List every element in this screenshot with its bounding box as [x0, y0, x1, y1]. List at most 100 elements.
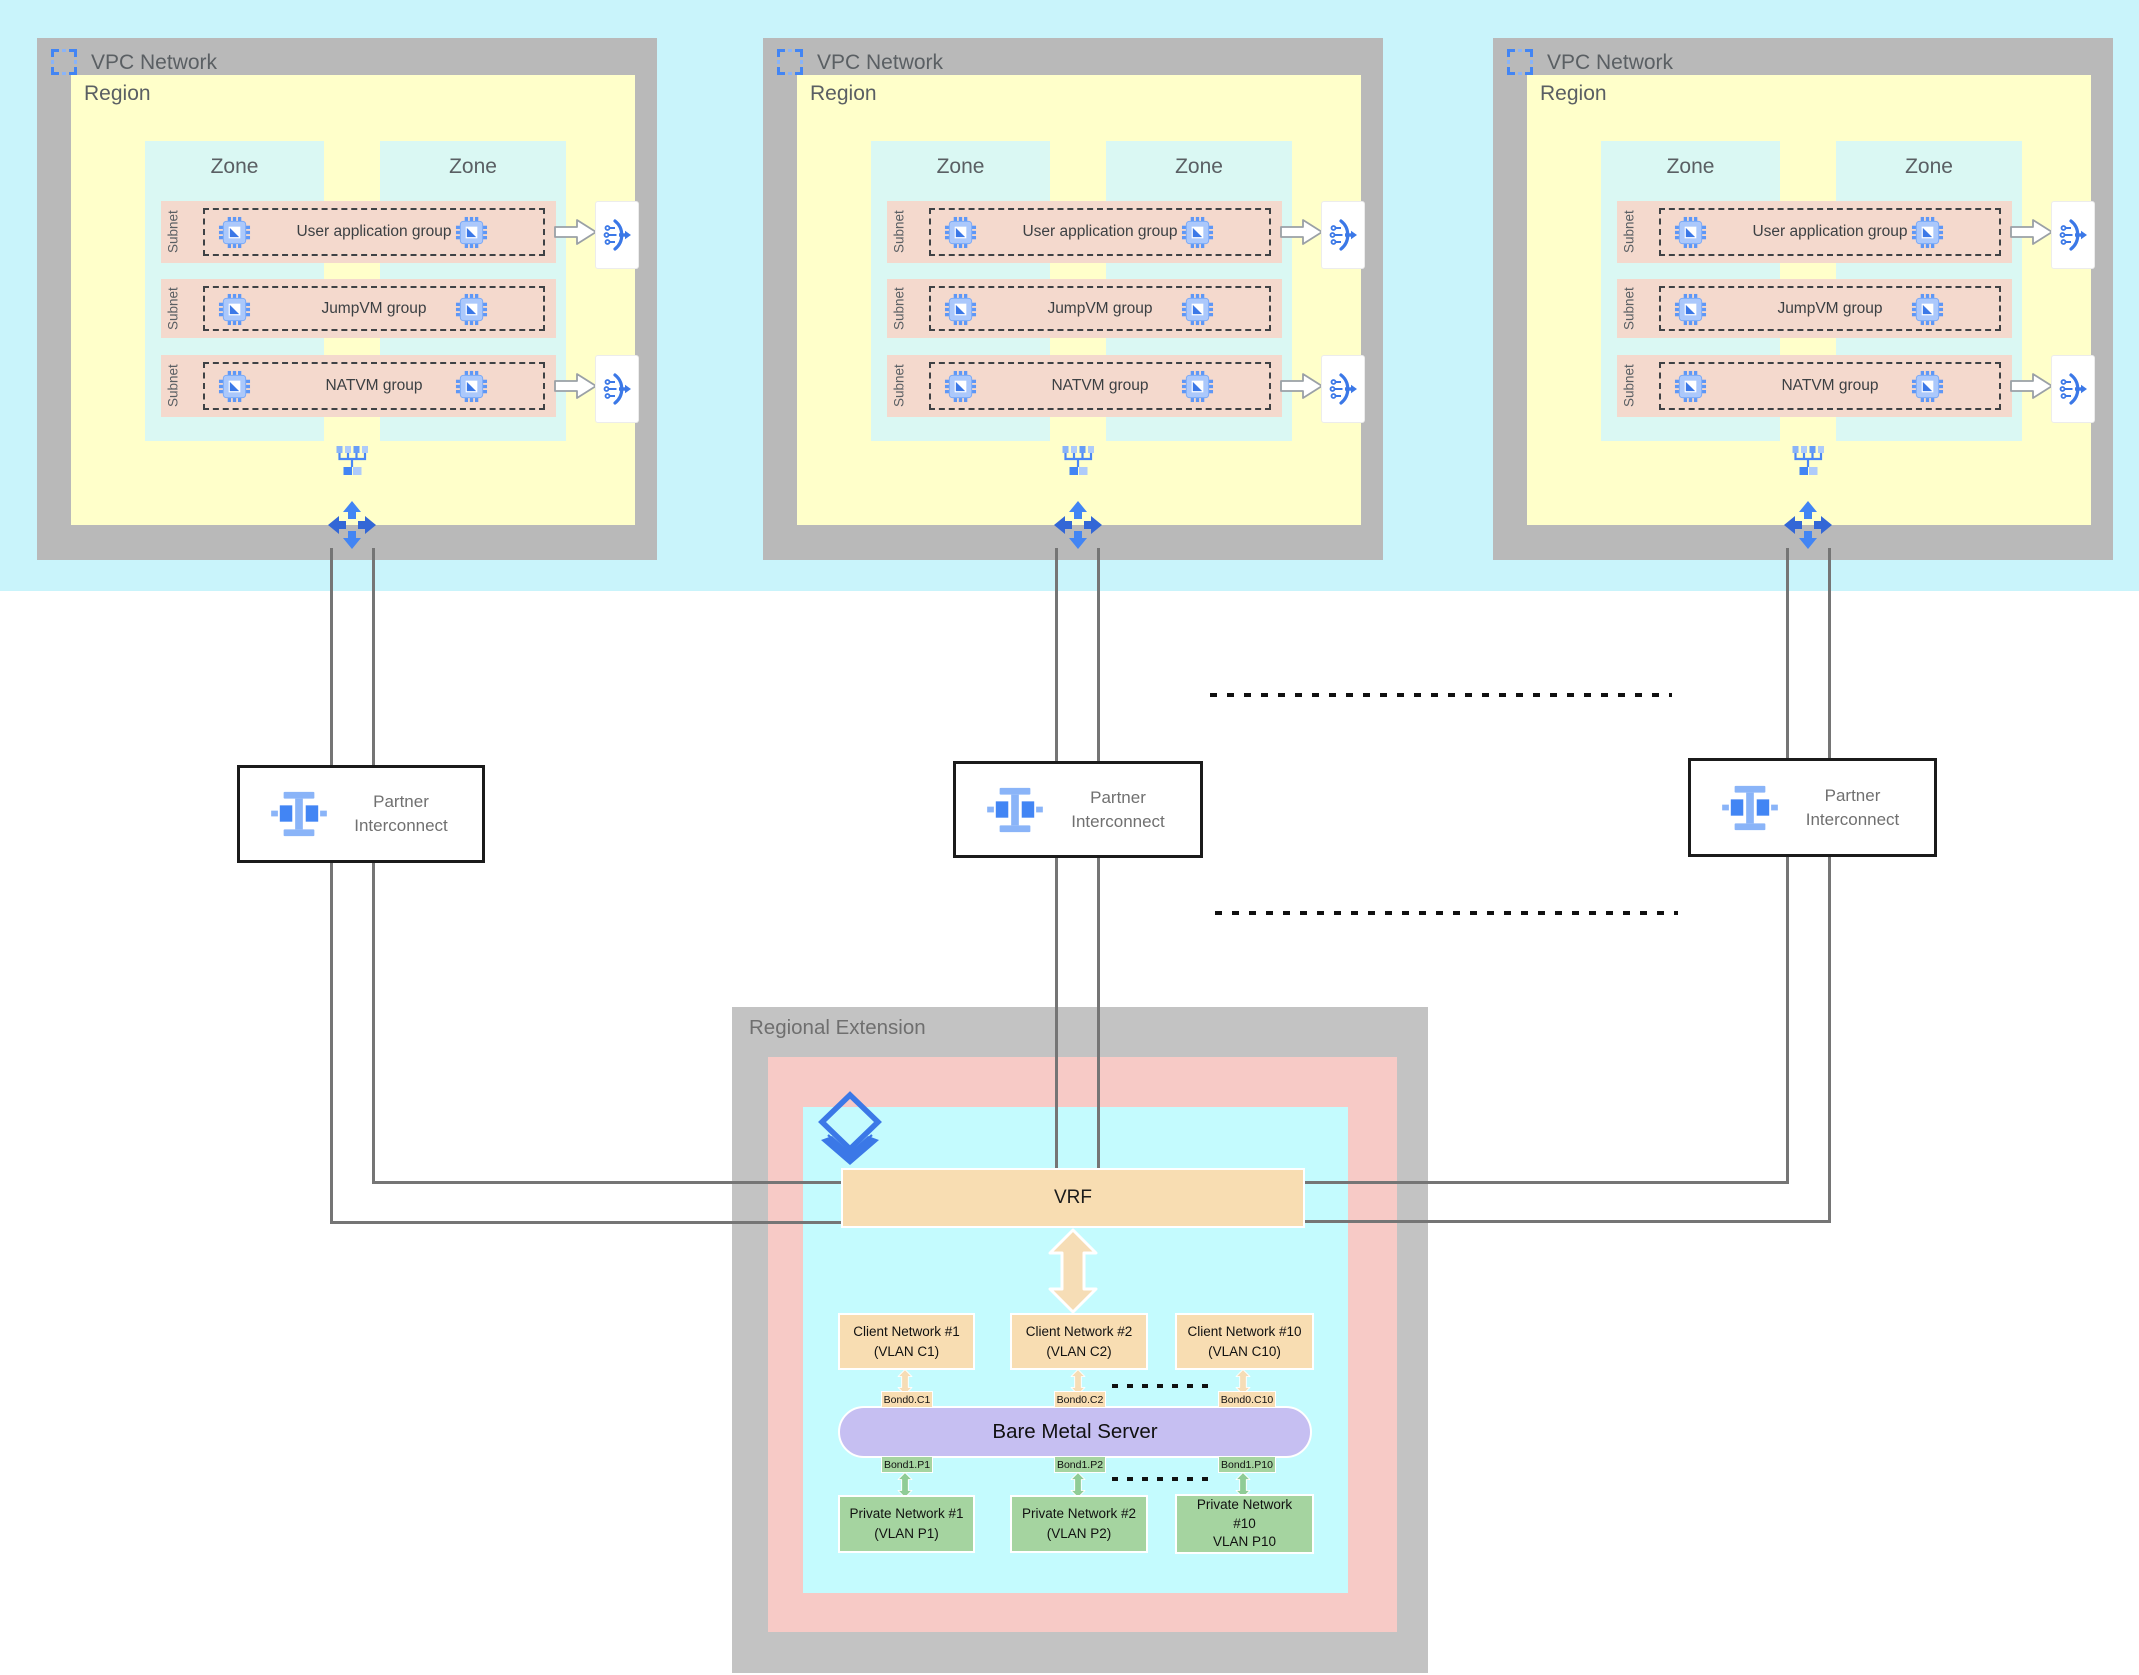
vrf-box: VRF — [841, 1168, 1305, 1228]
subnet-row-user-app: Subnet User application group — [887, 201, 1282, 263]
region-label: Region — [810, 82, 877, 105]
private-network-name: Private Network #2 — [1021, 1506, 1137, 1522]
subnet-label: Subnet — [891, 210, 907, 254]
vpc-network-2: VPC Network Region Zone Zone Subnet User… — [763, 38, 1383, 560]
subnet-row-jumpvm: Subnet JumpVM group — [887, 279, 1282, 338]
vm-instance-icon — [218, 292, 251, 326]
bare-metal-server-label: Bare Metal Server — [992, 1420, 1158, 1443]
link-interconnect1-vrf — [372, 861, 375, 1184]
subnet-label: Subnet — [165, 287, 181, 330]
private-network-vlan: #10 — [1233, 1515, 1256, 1531]
vm-instance-icon — [944, 370, 977, 403]
vpc-network-3: VPC Network Region Zone Zone Subnet User… — [1493, 38, 2113, 560]
load-balancer-icon — [2059, 373, 2087, 405]
load-balancer — [1322, 202, 1364, 268]
instance-group-boundary: NATVM group — [203, 362, 545, 410]
partner-interconnect-icon — [987, 787, 1043, 832]
link-interconnect2-vrf — [1055, 856, 1058, 1170]
bond-label: Bond1.P2 — [1054, 1456, 1106, 1473]
instance-group-boundary: NATVM group — [929, 362, 1271, 410]
subnet-row-user-app: Subnet User application group — [1617, 201, 2012, 263]
instance-group-boundary: User application group — [929, 208, 1271, 256]
private-network-10: Private Network #10 VLAN P10 — [1175, 1494, 1314, 1554]
instance-group-boundary: JumpVM group — [203, 286, 545, 331]
egress-arrow-icon — [554, 219, 597, 245]
client-network-2: Client Network #2 (VLAN C2) — [1010, 1313, 1148, 1370]
private-network-vlan: (VLAN P2) — [1046, 1526, 1112, 1541]
link-interconnect1-vrf — [330, 861, 333, 1224]
partner-interconnect-icon — [1722, 785, 1778, 830]
zone-label: Zone — [1175, 155, 1223, 178]
link-interconnect3-vrf — [1828, 855, 1831, 1223]
private-network-extra: VLAN P10 — [1212, 1534, 1277, 1550]
load-balancer — [596, 202, 638, 268]
link-vpc2-interconnect — [1097, 548, 1100, 763]
link-vpc1-interconnect — [330, 548, 333, 767]
vpc-network-1: VPC Network Region Zone Zone Subnet User… — [37, 38, 657, 560]
group-label: NATVM group — [1781, 377, 1879, 394]
load-balancer — [1322, 356, 1364, 422]
label-line: Interconnect — [1071, 811, 1165, 831]
subnet-row-natvm: Subnet NATVM group — [887, 355, 1282, 417]
group-label: JumpVM group — [1047, 299, 1153, 317]
client-network-name: Client Network #2 — [1025, 1323, 1133, 1339]
ellipsis-dashes — [1112, 1384, 1212, 1388]
vm-instance-icon — [1674, 370, 1707, 403]
link-interconnect2-vrf — [1097, 856, 1100, 1170]
instance-group-boundary: JumpVM group — [929, 286, 1271, 331]
link-interconnect3-vrf — [1786, 855, 1789, 1184]
group-label: NATVM group — [325, 377, 423, 394]
client-network-name: Client Network #10 — [1187, 1323, 1302, 1339]
region-label: Region — [84, 82, 151, 105]
load-balancer-icon — [2059, 219, 2087, 251]
egress-arrow-icon — [2010, 219, 2053, 245]
ellipsis-dashes — [1112, 1477, 1212, 1481]
instance-group-boundary: NATVM group — [1659, 362, 2001, 410]
network-hub-icon — [335, 444, 370, 477]
label-line: Interconnect — [1805, 809, 1900, 829]
partner-interconnect-label: Partner Interconnect — [1779, 784, 1934, 832]
group-label: NATVM group — [1051, 377, 1149, 394]
zone-label: Zone — [449, 155, 497, 178]
egress-arrow-icon — [1280, 219, 1323, 245]
network-hub-icon — [1061, 444, 1096, 477]
private-network-1: Private Network #1 (VLAN P1) — [838, 1495, 975, 1553]
client-network-name: Client Network #1 — [853, 1323, 960, 1339]
zone-label: Zone — [1666, 155, 1715, 178]
vrf-label: VRF — [1054, 1187, 1092, 1208]
routes-icon — [1054, 501, 1102, 549]
vpc-title: VPC Network — [817, 51, 944, 74]
subnet-label: Subnet — [891, 364, 907, 408]
ellipsis-dotted-line — [1215, 911, 1678, 915]
interconnect-layers-icon — [818, 1091, 882, 1167]
label-line: Interconnect — [354, 816, 448, 835]
subnet-label: Subnet — [1621, 364, 1637, 408]
vm-instance-icon — [1674, 216, 1707, 249]
client-network-vlan: (VLAN C10) — [1208, 1343, 1281, 1359]
vm-instance-icon — [218, 370, 251, 403]
vm-instance-icon — [1674, 292, 1707, 326]
group-label: JumpVM group — [321, 299, 427, 317]
instance-group-boundary: User application group — [1659, 208, 2001, 256]
zone-label: Zone — [936, 155, 985, 178]
vpc-icon — [51, 49, 77, 75]
label-line: Partner — [1090, 787, 1146, 807]
bond-label: Bond0.C2 — [1054, 1391, 1106, 1408]
subnet-row-natvm: Subnet NATVM group — [1617, 355, 2012, 417]
subnet-label: Subnet — [1621, 210, 1637, 254]
subnet-label: Subnet — [891, 287, 907, 330]
link-interconnect1-vrf — [372, 1181, 843, 1184]
partner-interconnect-2: Partner Interconnect — [953, 761, 1203, 858]
vpc-title: VPC Network — [91, 51, 218, 74]
link-interconnect3-vrf — [1303, 1220, 1831, 1223]
link-interconnect3-vrf — [1303, 1181, 1789, 1184]
subnet-row-user-app: Subnet User application group — [161, 201, 556, 263]
regional-extension-label: Regional Extension — [749, 1016, 926, 1039]
network-hub-icon — [1791, 444, 1826, 477]
vm-instance-icon — [944, 216, 977, 249]
load-balancer — [596, 356, 638, 422]
bond-label: Bond1.P10 — [1218, 1456, 1276, 1473]
ellipsis-dotted-line — [1210, 693, 1672, 697]
load-balancer-icon — [603, 373, 631, 405]
private-network-2: Private Network #2 (VLAN P2) — [1010, 1495, 1148, 1553]
